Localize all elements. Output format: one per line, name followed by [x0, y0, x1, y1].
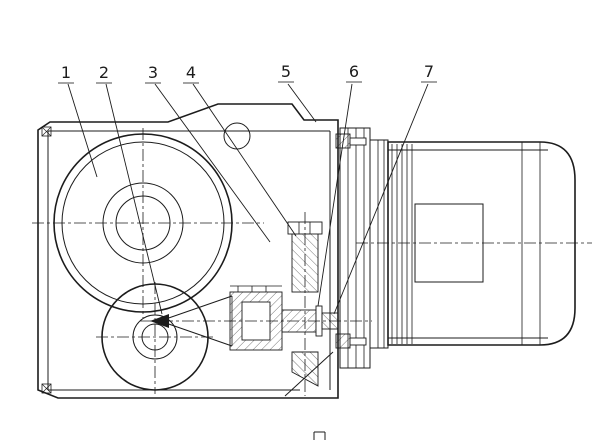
callout-7: 7: [421, 62, 437, 82]
electric-motor: [356, 140, 592, 348]
callout-6: 6: [346, 62, 362, 82]
leader-line-3: [155, 84, 270, 242]
intermediate-gear-block: [230, 286, 282, 350]
callout-4: 4: [183, 63, 199, 83]
cropped-caption-mark: [314, 432, 325, 440]
callout-1: 1: [58, 63, 74, 83]
leader-line-6: [318, 84, 352, 306]
main-gear-wheel: [32, 128, 264, 318]
callout-label-1: 1: [61, 63, 71, 82]
callout-label-4: 4: [186, 63, 196, 82]
cone-lower-line: [160, 321, 232, 346]
callout-3: 3: [145, 63, 161, 83]
bevel-wheel-section: [288, 212, 322, 396]
adapter-flange: [336, 128, 370, 368]
leader-lines: [68, 84, 428, 314]
motor-cooling-fins: [392, 144, 412, 344]
flange-bolt-top: [336, 134, 366, 148]
motor-flange: [370, 140, 388, 348]
bolt-bottom-left: [42, 384, 51, 393]
callout-5: 5: [278, 62, 294, 82]
motor-body-outline: [388, 142, 575, 345]
flange-body: [340, 128, 370, 368]
cone-upper-line: [160, 296, 232, 321]
callout-label-2: 2: [99, 63, 109, 82]
callout-label-5: 5: [281, 62, 291, 81]
callouts: 1 2 3 4 5 6 7: [58, 62, 437, 83]
leader-line-4: [193, 84, 296, 236]
callout-label-3: 3: [148, 63, 158, 82]
callout-label-6: 6: [349, 62, 359, 81]
leader-line-2: [106, 84, 162, 314]
flange-bolt-bottom: [336, 334, 366, 348]
callout-label-7: 7: [424, 62, 434, 81]
callout-2: 2: [96, 63, 112, 83]
